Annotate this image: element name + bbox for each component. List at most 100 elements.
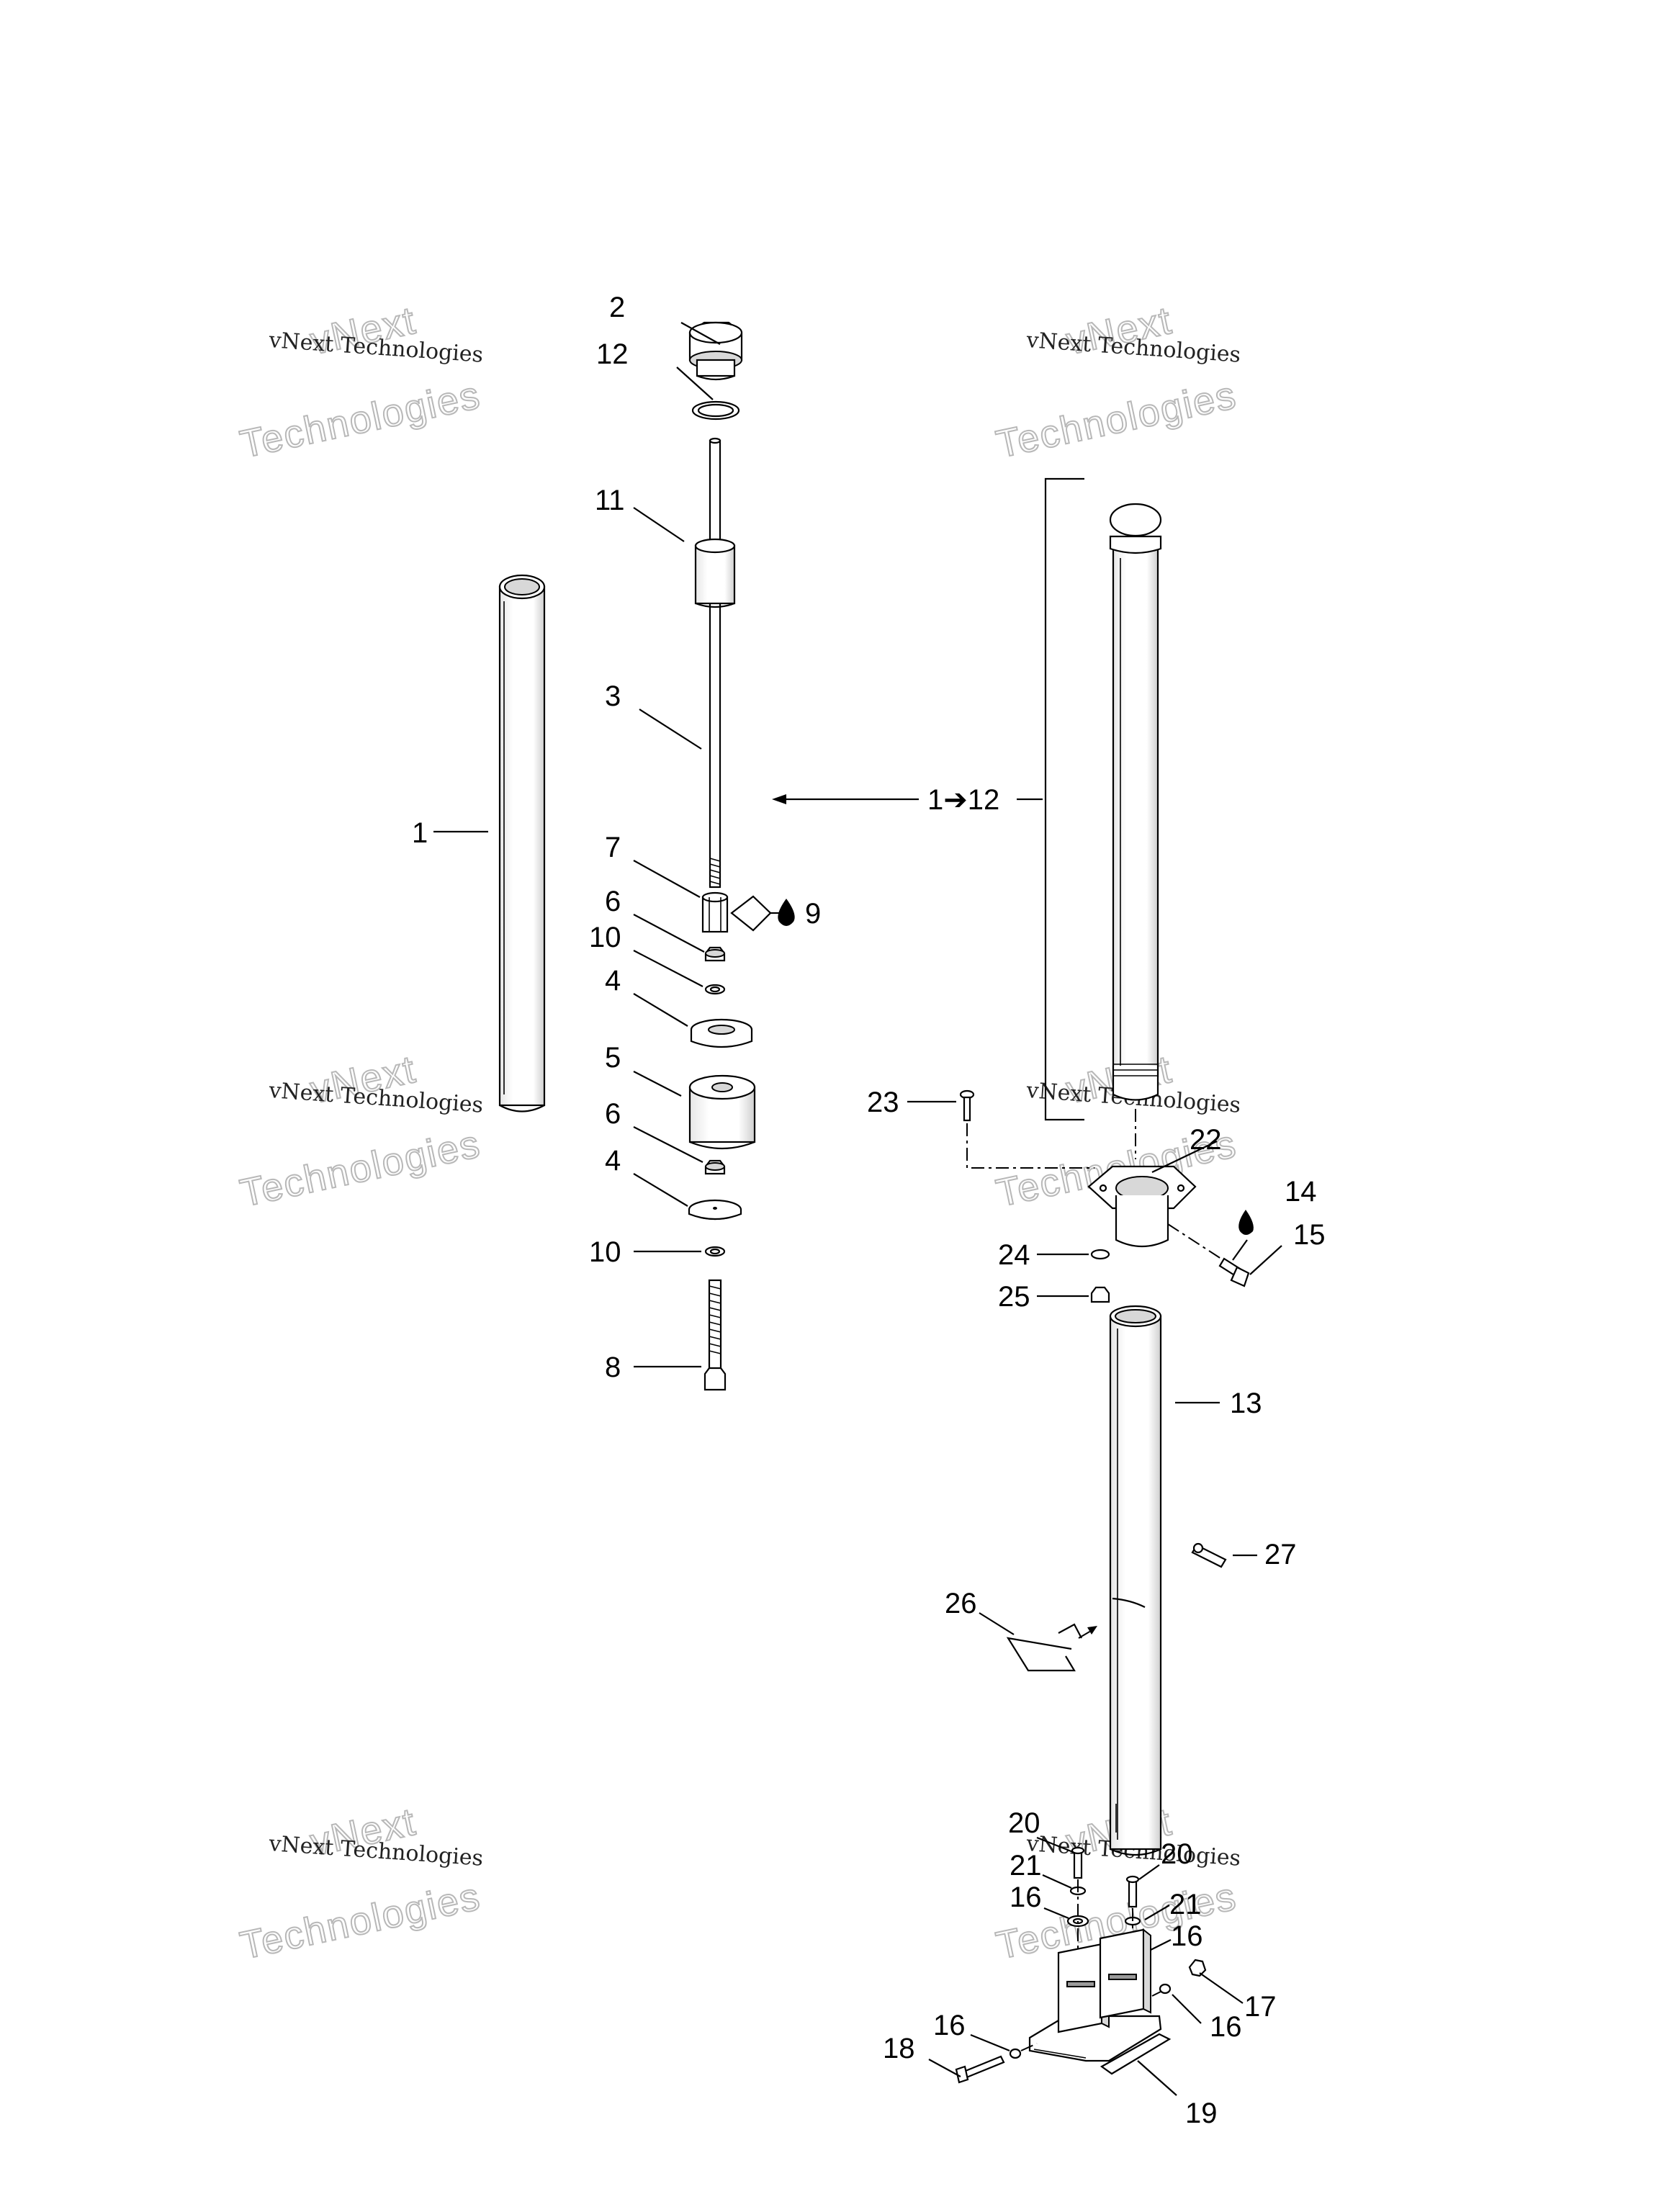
- bolt-thread: [709, 1285, 721, 1354]
- leader-5: [633, 1071, 682, 1097]
- leader-21b: [1144, 1905, 1170, 1920]
- range-bracket: [1044, 477, 1084, 1121]
- callout-4a: 4: [605, 965, 621, 997]
- part-26-clip: [1006, 1623, 1082, 1672]
- callout-22: 22: [1190, 1124, 1222, 1156]
- callout-21b: 21: [1169, 1889, 1202, 1920]
- leader-22: [1151, 1141, 1218, 1173]
- part-17-nut: [1188, 1959, 1207, 1977]
- svg-text:Technologies: Technologies: [237, 373, 485, 466]
- assembled-leg: [1109, 503, 1162, 1101]
- callout-16b: 16: [1171, 1920, 1203, 1952]
- leader-19: [1137, 2060, 1177, 2096]
- part-25-nut: [1090, 1286, 1110, 1303]
- leader-6b: [633, 1126, 703, 1163]
- watermark: vNext Technologies: [992, 298, 1241, 467]
- leader-16c: [1172, 1994, 1202, 2024]
- part-20-screw: [1071, 1846, 1085, 1879]
- callout-range: 1➔12: [927, 784, 999, 816]
- leader-16a: [1043, 1907, 1069, 1920]
- leader-17: [1199, 1972, 1244, 2004]
- part-19-foot-bracket: [1028, 1928, 1172, 2075]
- part-16-washer: [1159, 1983, 1172, 1995]
- part-15-bolt: [1218, 1257, 1250, 1287]
- callout-9: 9: [805, 898, 821, 930]
- leader-7: [633, 860, 701, 898]
- rod-thread: [709, 858, 721, 885]
- leg-thread: [1113, 1064, 1158, 1076]
- svg-text:Technologies: Technologies: [993, 373, 1241, 466]
- callout-17: 17: [1244, 1991, 1277, 2023]
- part-1-outer-tube: [498, 574, 546, 1112]
- leader-20a: [1036, 1836, 1074, 1853]
- part-7-coupling-nut: [701, 891, 729, 933]
- callout-6a: 6: [605, 886, 621, 917]
- part-6-nut: [704, 946, 726, 962]
- watermark: vNext Technologies: [236, 1047, 485, 1216]
- part-13-lower-tube: [1109, 1305, 1162, 1856]
- part-22-flange: [1087, 1165, 1197, 1247]
- part-16-washer: [1009, 2048, 1022, 2059]
- leader-6a: [633, 914, 705, 953]
- callout-13: 13: [1230, 1388, 1262, 1419]
- leader-16d: [970, 2033, 1010, 2052]
- part-3-rod: [709, 437, 721, 889]
- part-8-bolt: [703, 1279, 727, 1391]
- leader-18: [928, 2059, 961, 2077]
- leader-12: [676, 367, 714, 400]
- callout-24: 24: [998, 1239, 1030, 1271]
- callout-16c: 16: [1210, 2011, 1242, 2043]
- leader-14: [1232, 1239, 1248, 1261]
- callout-7: 7: [605, 832, 621, 863]
- callout-10b: 10: [589, 1236, 621, 1268]
- arrow-head-icon: [1087, 1626, 1097, 1635]
- part-4-flat-washer: [688, 1199, 742, 1220]
- part-23-screw: [959, 1089, 975, 1122]
- callout-8: 8: [605, 1352, 621, 1383]
- part-11-sleeve: [694, 538, 736, 608]
- callout-26: 26: [945, 1588, 977, 1619]
- callout-11: 11: [595, 485, 625, 516]
- svg-text:Technologies: Technologies: [237, 1122, 485, 1215]
- svg-text:Technologies: Technologies: [237, 1874, 485, 1967]
- callout-6b: 6: [605, 1098, 621, 1130]
- lubricant-drop-icon: [1238, 1210, 1254, 1235]
- callout-4b: 4: [605, 1145, 621, 1177]
- part-10-washer: [704, 984, 726, 995]
- callout-21a: 21: [1010, 1850, 1042, 1881]
- part-5-bushing: [688, 1074, 756, 1150]
- leader-26: [979, 1612, 1015, 1635]
- callout-2: 2: [609, 292, 625, 323]
- callout-5: 5: [605, 1042, 621, 1074]
- callout-27: 27: [1264, 1539, 1297, 1570]
- leader-21a: [1042, 1874, 1072, 1889]
- part-10-washer: [704, 1246, 726, 1257]
- callout-15: 15: [1293, 1219, 1326, 1251]
- watermark: vNext Technologies: [236, 298, 485, 467]
- callout-20a: 20: [1008, 1807, 1040, 1839]
- part-24-washer: [1090, 1249, 1110, 1260]
- arrow-head-icon: [772, 794, 786, 804]
- part-6-nut: [704, 1159, 726, 1175]
- bracket-9: [730, 895, 772, 932]
- leader-11: [633, 507, 685, 542]
- part-18-bolt: [955, 2055, 1005, 2084]
- callout-12: 12: [596, 338, 629, 370]
- callout-10a: 10: [589, 922, 621, 953]
- part-20-screw: [1125, 1875, 1140, 1908]
- callout-1: 1: [412, 817, 428, 849]
- callout-18: 18: [883, 2033, 915, 2064]
- callout-3: 3: [605, 680, 621, 712]
- part-27-pin: [1191, 1542, 1227, 1568]
- callout-14: 14: [1285, 1176, 1317, 1208]
- callout-23: 23: [867, 1087, 899, 1118]
- callout-19: 19: [1185, 2098, 1218, 2129]
- part-12-oring: [691, 400, 740, 421]
- leader-4b: [633, 1173, 688, 1207]
- alignment-line: [966, 1123, 1094, 1169]
- leader-3: [639, 709, 702, 750]
- watermark: vNext Technologies: [236, 1799, 485, 1969]
- leader-15: [1249, 1245, 1282, 1275]
- lubricant-drop-icon: [778, 899, 795, 926]
